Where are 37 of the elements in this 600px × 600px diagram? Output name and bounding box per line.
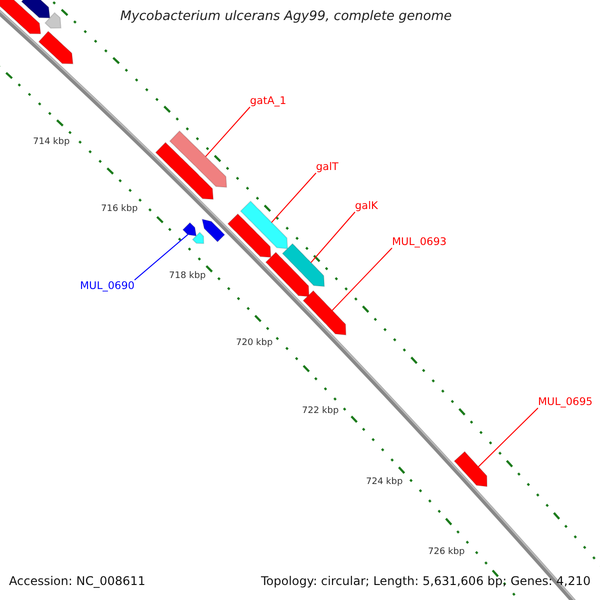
gene-feature (202, 218, 226, 242)
gene-label: MUL_0695 (538, 396, 593, 408)
gene-feature (302, 290, 346, 336)
gene-feature (227, 213, 272, 258)
gene-label: galT (316, 161, 338, 173)
gene-label: gatA_1 (250, 95, 286, 107)
leader-line (271, 172, 316, 223)
scale-label: 720 kbp (236, 338, 273, 348)
gene-feature (44, 12, 62, 29)
title: Mycobacterium ulcerans Agy99, complete genome (119, 9, 453, 24)
gene-feature (282, 243, 325, 287)
gene-feature (182, 222, 197, 236)
gene-feature (192, 232, 204, 244)
gene-label: MUL_0690 (80, 280, 135, 292)
gene-label: galK (355, 200, 378, 212)
scale-label: 724 kbp (366, 477, 403, 487)
footer-text: Accession: NC_008611 (9, 574, 146, 588)
leader-line (205, 106, 250, 158)
scale-label: 716 kbp (101, 204, 138, 214)
gene-feature (240, 200, 288, 250)
leader-line (134, 234, 188, 280)
gene-feature (265, 252, 310, 298)
gene-feature (38, 30, 74, 64)
scale-label: 726 kbp (428, 547, 465, 557)
scale-label: 714 kbp (33, 137, 70, 147)
leader-line (478, 408, 538, 468)
scale-label: 718 kbp (169, 271, 206, 281)
gene-feature (154, 142, 214, 200)
footer-text: Topology: circular; Length: 5,631,606 bp; Genes: 4,210 (261, 574, 591, 588)
leader-line (310, 212, 356, 264)
scale-label: 722 kbp (302, 406, 339, 416)
gene-feature (0, 0, 42, 34)
gene-label: MUL_0693 (392, 236, 447, 248)
gene-feature (169, 130, 228, 188)
gene-feature (20, 0, 50, 18)
gene-feature (454, 450, 488, 488)
leader-line (332, 248, 392, 311)
